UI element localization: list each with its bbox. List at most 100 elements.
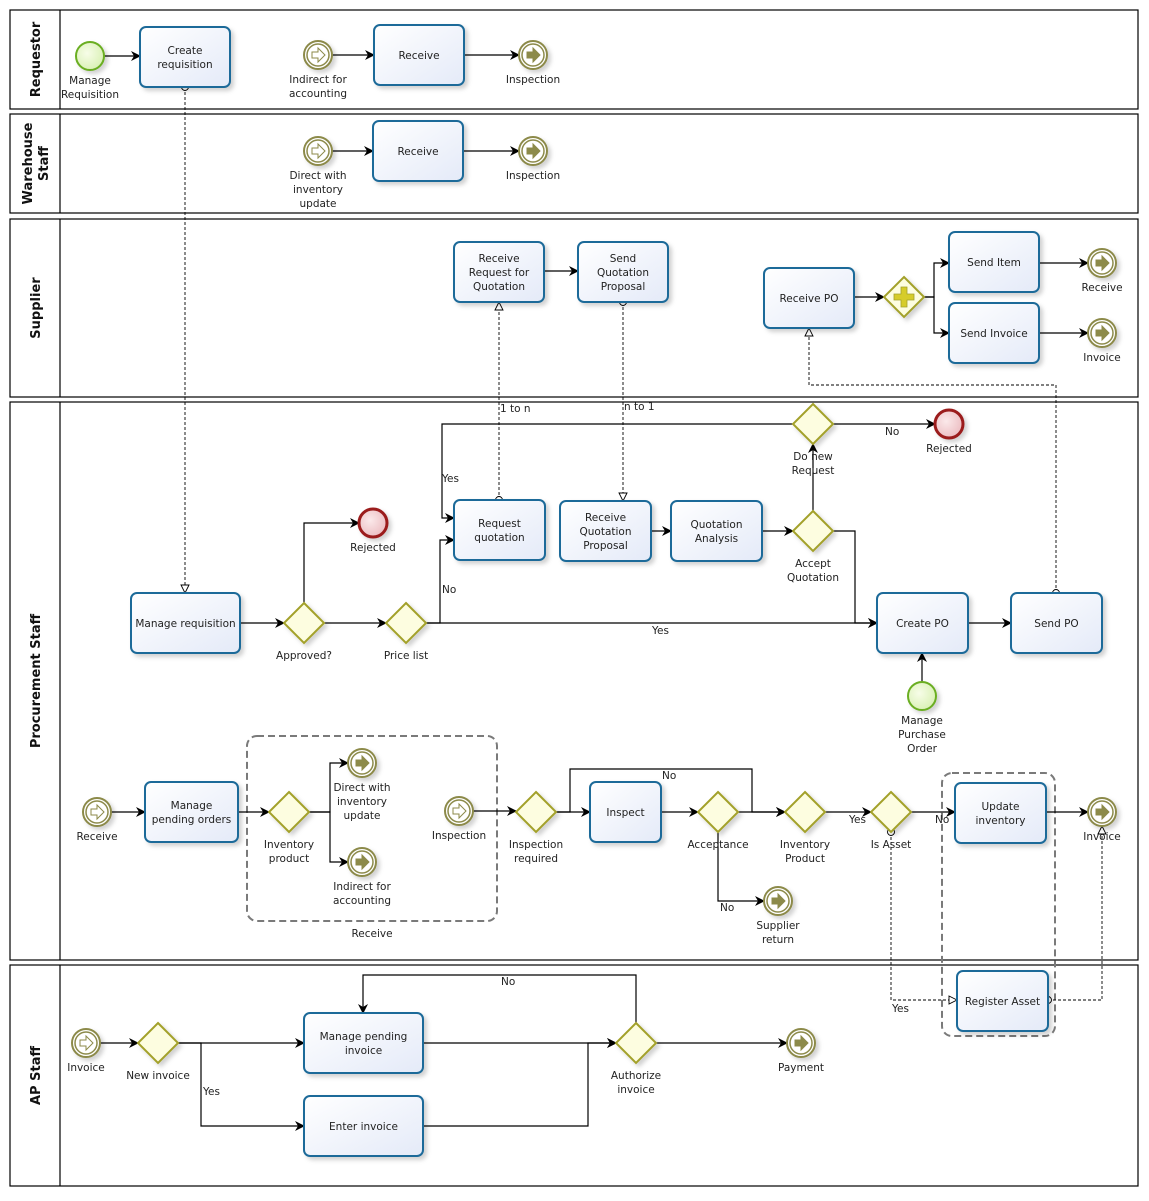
- exclusive-gateway-icon[interactable]: [136, 1021, 180, 1065]
- task-box[interactable]: [453, 241, 545, 303]
- gateway-is-asset[interactable]: Is Asset: [869, 790, 913, 851]
- end-event-icon[interactable]: [357, 507, 389, 539]
- event-proc-invoice[interactable]: Invoice: [1083, 797, 1121, 843]
- gateway-acceptance[interactable]: Acceptance: [687, 790, 749, 851]
- event-req-inspection[interactable]: Inspection: [506, 40, 560, 86]
- event-payment[interactable]: Payment: [778, 1028, 824, 1074]
- task-box[interactable]: [589, 781, 662, 843]
- task-manage-requisition[interactable]: Manage requisition: [130, 592, 241, 654]
- task-label: Create PO: [896, 618, 949, 630]
- end-event-icon[interactable]: [933, 408, 965, 440]
- event-ap-invoice[interactable]: Invoice: [67, 1028, 105, 1074]
- task-send-item[interactable]: Send Item: [948, 231, 1040, 293]
- task-box[interactable]: [876, 592, 969, 654]
- exclusive-gateway-icon[interactable]: [783, 790, 827, 834]
- task-box[interactable]: [130, 592, 241, 654]
- task-box[interactable]: [139, 26, 231, 88]
- task-box[interactable]: [373, 24, 465, 86]
- task-box[interactable]: [948, 302, 1040, 364]
- task-wh-receive[interactable]: Receive: [372, 120, 464, 182]
- task-label-line: Analysis: [695, 533, 738, 545]
- task-box[interactable]: [453, 499, 546, 561]
- lane-procurement: Procurement Staff: [9, 401, 1139, 961]
- event-rejected-2[interactable]: Rejected: [926, 408, 972, 455]
- task-box[interactable]: [956, 970, 1049, 1032]
- message-catch-icon: [311, 46, 326, 64]
- task-enter-invoice[interactable]: Enter invoice: [303, 1095, 424, 1157]
- exclusive-gateway-icon[interactable]: [282, 601, 326, 645]
- event-wh-inspection[interactable]: Inspection: [506, 136, 560, 182]
- event-sup-invoice[interactable]: Invoice: [1083, 318, 1121, 364]
- task-send-invoice[interactable]: Send Invoice: [948, 302, 1040, 364]
- task-req-receive[interactable]: Receive: [373, 24, 465, 86]
- start-event-icon[interactable]: [75, 41, 105, 71]
- task-label-line: requisition: [157, 59, 212, 71]
- event-label-line: Inspection: [506, 74, 560, 86]
- task-box[interactable]: [559, 500, 652, 562]
- task-box[interactable]: [144, 781, 239, 843]
- event-sup-receive[interactable]: Receive: [1081, 248, 1123, 294]
- task-send-po[interactable]: Send PO: [1010, 592, 1103, 654]
- task-register-asset[interactable]: Register Asset: [956, 970, 1049, 1032]
- exclusive-gateway-icon[interactable]: [791, 402, 835, 446]
- task-box[interactable]: [577, 241, 669, 303]
- event-proc-receive[interactable]: Receive: [76, 797, 118, 843]
- exclusive-gateway-icon[interactable]: [696, 790, 740, 834]
- exclusive-gateway-icon[interactable]: [514, 790, 558, 834]
- task-box[interactable]: [954, 782, 1047, 844]
- event-rejected-1[interactable]: Rejected: [350, 507, 396, 554]
- event-proc-inspection[interactable]: Inspection: [432, 796, 486, 842]
- task-create-po[interactable]: Create PO: [876, 592, 969, 654]
- gateway-label-line: Price list: [384, 650, 428, 662]
- lane-title-line: Procurement Staff: [29, 613, 44, 748]
- gateway-new-invoice[interactable]: New invoice: [126, 1021, 190, 1082]
- exclusive-gateway-icon[interactable]: [384, 601, 428, 645]
- task-receive-po[interactable]: Receive PO: [763, 267, 855, 329]
- task-inspect[interactable]: Inspect: [589, 781, 662, 843]
- task-box[interactable]: [948, 231, 1040, 293]
- exclusive-gateway-icon[interactable]: [869, 790, 913, 834]
- task-box[interactable]: [372, 120, 464, 182]
- exclusive-gateway-icon[interactable]: [614, 1021, 658, 1065]
- task-box[interactable]: [1010, 592, 1103, 654]
- event-label: Rejected: [350, 542, 396, 554]
- gateway-parallel[interactable]: [882, 275, 926, 319]
- gateway-label: Price list: [384, 650, 428, 662]
- task-box[interactable]: [763, 267, 855, 329]
- task-box[interactable]: [670, 500, 763, 562]
- gateway-price-list[interactable]: Price list: [384, 601, 428, 662]
- gateway-approved[interactable]: Approved?: [276, 601, 332, 662]
- task-box[interactable]: [303, 1012, 424, 1074]
- task-box[interactable]: [303, 1095, 424, 1157]
- start-event-icon[interactable]: [907, 681, 937, 711]
- event-label-line: Inspection: [432, 830, 486, 842]
- exclusive-gateway-icon[interactable]: [791, 509, 835, 553]
- flow-approved-to-rejected: [303, 518, 360, 603]
- exclusive-gateway-icon[interactable]: [267, 790, 311, 834]
